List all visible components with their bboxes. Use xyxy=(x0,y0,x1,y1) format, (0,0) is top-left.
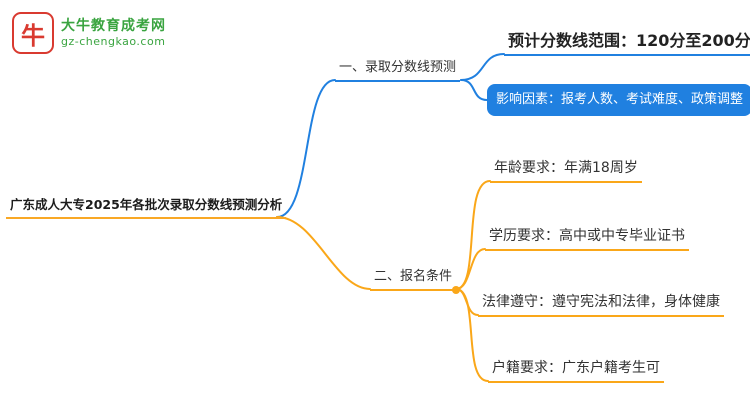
root-topic[interactable]: 广东成人大专2025年各批次录取分数线预测分析 xyxy=(6,197,287,219)
logo-cow-icon: 牛 xyxy=(12,12,54,54)
logo-text-block: 大牛教育成考网 gz-chengkao.com xyxy=(61,17,166,49)
branch-score-prediction[interactable]: 一、录取分数线预测 xyxy=(335,59,461,82)
link-branch1-to-factors xyxy=(460,79,488,101)
link-root-to-branch1 xyxy=(276,79,336,218)
branch-application-requirements[interactable]: 二、报名条件 xyxy=(370,268,457,291)
logo-subtitle: gz-chengkao.com xyxy=(61,35,166,48)
link-branch1-to-score-range xyxy=(460,53,505,81)
node-education-requirement[interactable]: 学历要求：高中或中专毕业证书 xyxy=(485,227,689,251)
link-root-to-branch2 xyxy=(276,216,371,290)
node-residence-requirement[interactable]: 户籍要求：广东户籍考生可 xyxy=(488,359,664,383)
node-law-requirement[interactable]: 法律遵守：遵守宪法和法律，身体健康 xyxy=(478,293,724,317)
node-score-range[interactable]: 预计分数线范围：120分至200分 xyxy=(504,31,750,56)
site-logo[interactable]: 牛 大牛教育成考网 gz-chengkao.com xyxy=(12,12,166,54)
node-influence-factors[interactable]: 影响因素：报考人数、考试难度、政策调整 xyxy=(487,84,750,116)
node-age-requirement[interactable]: 年龄要求：年满18周岁 xyxy=(490,159,642,183)
logo-title: 大牛教育成考网 xyxy=(61,18,166,34)
link-branch2-to-education xyxy=(455,248,486,290)
link-branch2-to-residence xyxy=(455,288,489,382)
